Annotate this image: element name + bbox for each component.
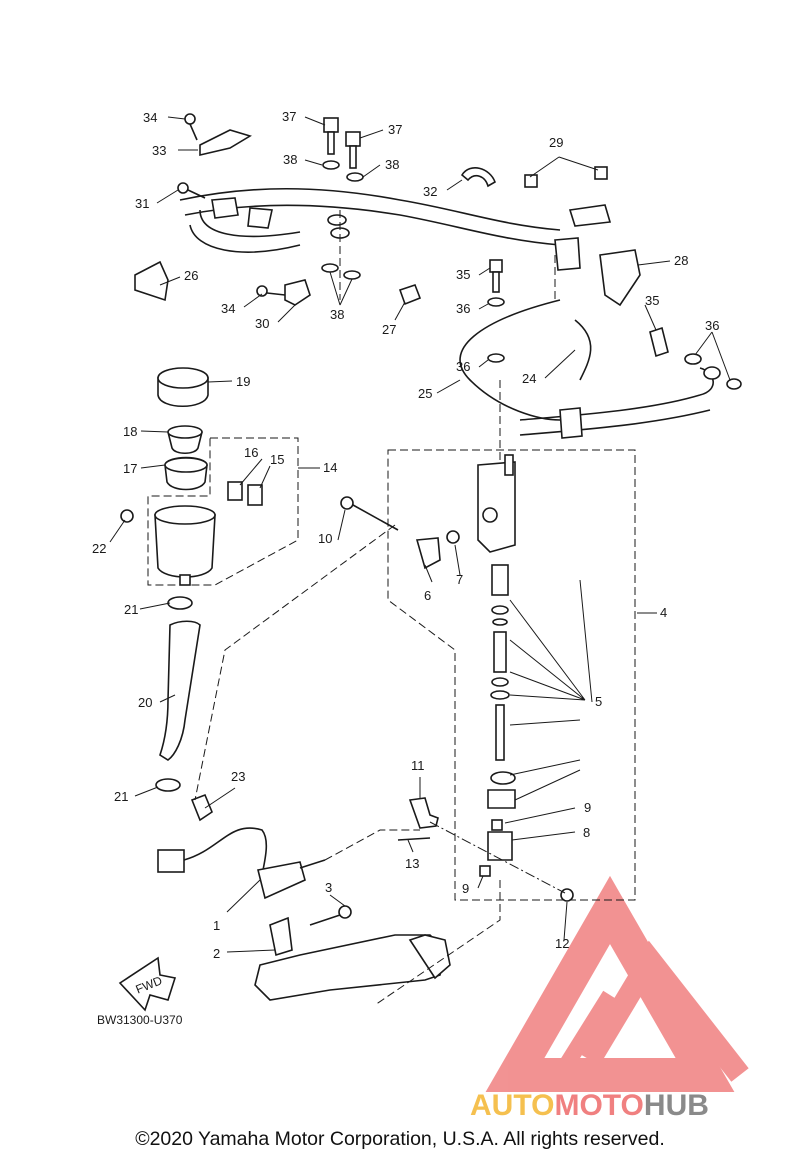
callout-2: 2	[213, 946, 220, 961]
callout-35a: 35	[456, 267, 470, 282]
callout-27: 27	[382, 322, 396, 337]
callout-8: 8	[583, 825, 590, 840]
diagram-code: BW31300-U370	[97, 1013, 183, 1027]
callout-9b: 9	[462, 881, 469, 896]
callout-15: 15	[270, 452, 284, 467]
callout-14: 14	[323, 460, 337, 475]
callout-36a: 36	[456, 301, 470, 316]
watermark-brand-moto: MOTO	[554, 1089, 643, 1122]
callout-31: 31	[135, 196, 149, 211]
callout-23: 23	[231, 769, 245, 784]
callout-33: 33	[152, 143, 166, 158]
callout-25: 25	[418, 386, 432, 401]
callout-21b: 21	[114, 789, 128, 804]
fwd-arrow	[118, 956, 177, 1012]
callout-36b: 36	[705, 318, 719, 333]
upper-hoses	[179, 188, 714, 436]
callout-38c: 38	[330, 307, 344, 322]
callout-36c: 36	[456, 359, 470, 374]
callout-35b: 35	[645, 293, 659, 308]
callout-1: 1	[213, 918, 220, 933]
leader-lines	[109, 116, 731, 953]
group-box-4	[387, 449, 636, 901]
callout-13: 13	[405, 856, 419, 871]
watermark-brand-hub: HUB	[644, 1089, 709, 1122]
callout-37b: 37	[388, 122, 402, 137]
copyright-notice: ©2020 Yamaha Motor Corporation, U.S.A. A…	[135, 1128, 665, 1150]
watermark-brand: AUTOMOTOHUB	[470, 1089, 709, 1122]
callout-17: 17	[123, 461, 137, 476]
callout-9a: 9	[584, 800, 591, 815]
callout-3: 3	[325, 880, 332, 895]
callout-38b: 38	[385, 157, 399, 172]
callout-26: 26	[184, 268, 198, 283]
callout-24: 24	[522, 371, 536, 386]
callout-12: 12	[555, 936, 569, 951]
callout-labels: 1 2 3 4 5 6 7 8 9 9 10 11 12 13 14 15 16…	[92, 109, 719, 961]
pedal-group: FWD	[118, 793, 451, 1012]
top-hardware	[134, 113, 742, 439]
callout-22: 22	[92, 541, 106, 556]
callout-19: 19	[236, 374, 250, 389]
callout-34b: 34	[221, 301, 235, 316]
callout-28: 28	[674, 253, 688, 268]
connector-lines	[194, 210, 566, 1006]
callout-38a: 38	[283, 152, 297, 167]
callout-21a: 21	[124, 602, 138, 617]
callout-20: 20	[138, 695, 152, 710]
callout-34a: 34	[143, 110, 157, 125]
watermark-brand-auto: AUTO	[470, 1089, 554, 1122]
callout-6: 6	[424, 588, 431, 603]
callout-32: 32	[423, 184, 437, 199]
watermark-logo	[485, 875, 749, 1092]
master-cylinder-group	[340, 454, 574, 902]
callout-10: 10	[318, 531, 332, 546]
callout-29: 29	[549, 135, 563, 150]
callout-16: 16	[244, 445, 258, 460]
callout-7: 7	[456, 572, 463, 587]
callout-30: 30	[255, 316, 269, 331]
callout-4: 4	[660, 605, 667, 620]
callout-18: 18	[123, 424, 137, 439]
callout-37a: 37	[282, 109, 296, 124]
callout-5: 5	[595, 694, 602, 709]
reservoir-group	[120, 367, 263, 792]
callout-11: 11	[411, 758, 425, 773]
